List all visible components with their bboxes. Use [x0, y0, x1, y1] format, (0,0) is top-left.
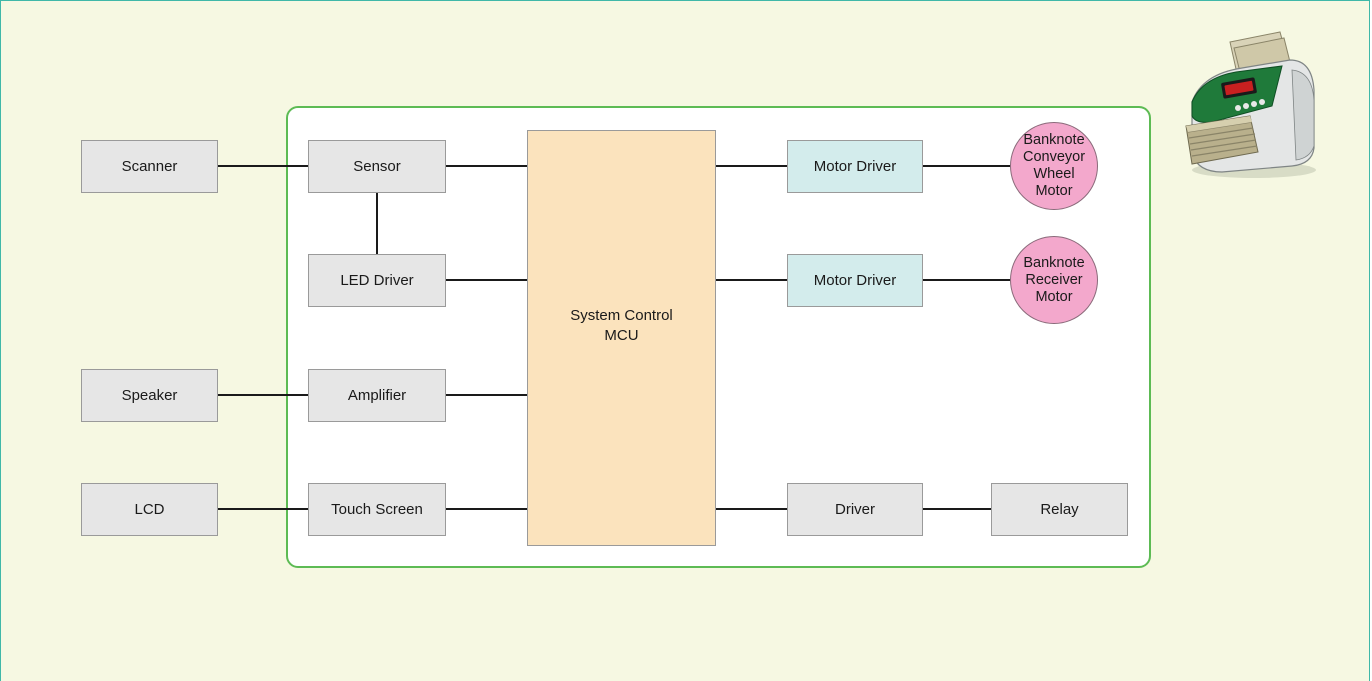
speaker-block: Speaker [81, 369, 218, 422]
banknote-counter-machine-icon [1185, 31, 1316, 178]
driver-block: Driver [787, 483, 923, 536]
sensor-block: Sensor [308, 140, 446, 193]
touch-screen-block: Touch Screen [308, 483, 446, 536]
led-driver-block: LED Driver [308, 254, 446, 307]
mcu-label-line2: MCU [604, 327, 639, 344]
motor-label: Wheel [1033, 166, 1075, 182]
banknote-receiver-motor: Banknote Receiver Motor [1010, 236, 1098, 324]
motor-label: Receiver [1025, 271, 1083, 288]
banknote-conveyor-wheel-motor: Banknote Conveyor Wheel Motor [1010, 122, 1098, 210]
motor-label: Motor [1035, 183, 1073, 199]
scanner-block: Scanner [81, 140, 218, 193]
lcd-block: LCD [81, 483, 218, 536]
motor-label: Motor [1035, 288, 1073, 305]
mcu-label-line1: System Control [570, 307, 673, 324]
relay-block: Relay [991, 483, 1128, 536]
motor-driver-block-2: Motor Driver [787, 254, 923, 307]
amplifier-block: Amplifier [308, 369, 446, 422]
system-control-mcu-block: System Control MCU [527, 130, 716, 546]
motor-label: Conveyor [1022, 149, 1086, 165]
motor-driver-block-1: Motor Driver [787, 140, 923, 193]
motor-label: Banknote [1023, 132, 1085, 148]
motor-label: Banknote [1023, 254, 1085, 271]
